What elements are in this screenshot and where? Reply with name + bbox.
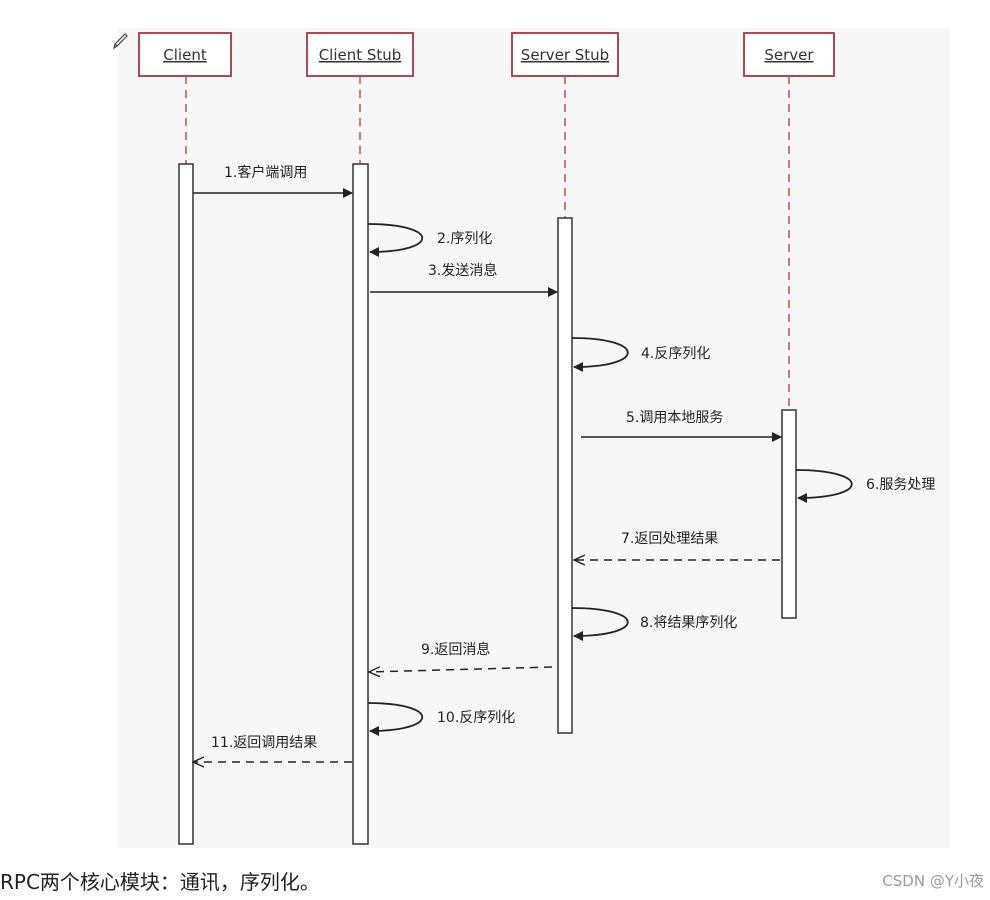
message-step-11: 11.返回调用结果 — [193, 735, 352, 762]
message-step-5: 5.调用本地服务 — [581, 410, 782, 442]
participant-server-stub: Server Stub — [511, 32, 619, 77]
participant-server-stub-label: Server Stub — [521, 46, 609, 64]
activation-bar-client-stub — [352, 163, 369, 845]
message-step-10: 10.反序列化 — [367, 702, 515, 736]
pencil-icon — [113, 33, 128, 50]
participant-client-label: Client — [163, 46, 207, 64]
participant-server: Server — [743, 32, 835, 77]
activation-bar-server — [781, 409, 797, 619]
activation-bar-client — [178, 163, 194, 845]
participant-client: Client — [138, 32, 232, 77]
participant-client-stub-label: Client Stub — [319, 46, 402, 64]
message-step-5-label: 5.调用本地服务 — [626, 410, 723, 426]
diagram-background — [118, 28, 950, 848]
message-step-8-label: 8.将结果序列化 — [640, 615, 737, 631]
message-step-3: 3.发送消息 — [370, 262, 558, 297]
message-step-4: 4.反序列化 — [571, 337, 710, 372]
activation-bar-server-stub — [557, 217, 573, 734]
message-step-1: 1.客户端调用 — [193, 164, 353, 198]
message-step-8: 8.将结果序列化 — [571, 607, 737, 641]
message-step-4-label: 4.反序列化 — [641, 346, 710, 362]
message-step-3-label: 3.发送消息 — [428, 262, 497, 279]
caption: RPC两个核心模块：通讯，序列化。 — [0, 870, 320, 894]
message-step-7: 7.返回处理结果 — [574, 531, 780, 560]
message-step-6: 6.服务处理 — [795, 469, 935, 503]
participant-client-stub: Client Stub — [306, 32, 414, 77]
message-step-6-label: 6.服务处理 — [866, 477, 935, 493]
watermark: CSDN @Y小夜 — [882, 872, 984, 890]
message-step-9-label: 9.返回消息 — [421, 641, 490, 658]
sequence-diagram: Client Client Stub Server Stub Server 1.… — [113, 28, 950, 848]
message-step-2-label: 2.序列化 — [437, 231, 492, 247]
message-step-7-label: 7.返回处理结果 — [621, 531, 718, 547]
message-step-11-label: 11.返回调用结果 — [211, 735, 317, 751]
message-step-2: 2.序列化 — [367, 223, 492, 257]
message-step-10-label: 10.反序列化 — [437, 710, 515, 726]
message-step-9: 9.返回消息 — [369, 641, 553, 672]
participant-server-label: Server — [764, 46, 814, 64]
message-step-1-label: 1.客户端调用 — [224, 164, 307, 181]
